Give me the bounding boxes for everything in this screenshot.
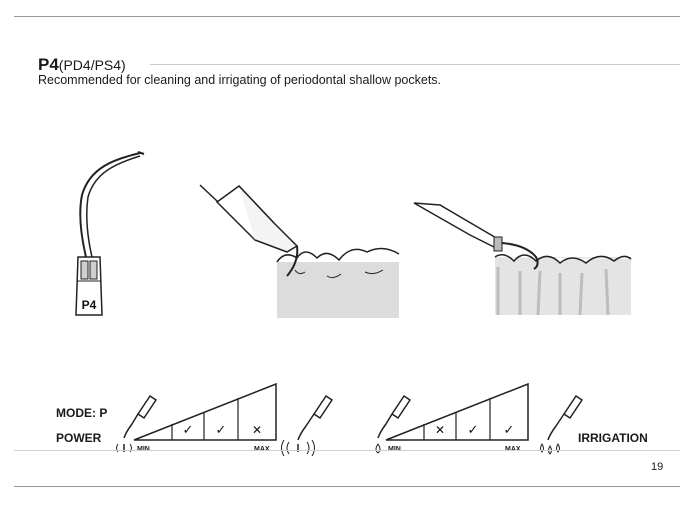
irrigation-mark-3: ✓ — [504, 423, 515, 438]
scaler-teeth-illustration-1 — [199, 184, 400, 318]
irrigation-handpiece-low-icon — [375, 394, 412, 454]
power-min-label: MIN — [137, 446, 150, 453]
description: Recommended for cleaning and irrigating … — [38, 73, 442, 87]
power-scale: ✓ ✓ ✕ — [133, 382, 277, 441]
page-number: 19 — [651, 461, 664, 473]
model-variants: (PD4/PS4) — [58, 57, 126, 73]
mode-label: MODE: P — [56, 406, 108, 420]
tip-illustration: P4 — [75, 151, 145, 316]
bottom-rule — [14, 486, 680, 487]
title-rule — [150, 64, 680, 65]
power-mark-1: ✓ — [183, 423, 194, 438]
power-mark-3: ✕ — [252, 423, 262, 437]
irrigation-mark-1: ✕ — [435, 423, 445, 437]
irrigation-handpiece-high-icon — [540, 394, 584, 455]
scaler-teeth-illustration-2 — [413, 202, 632, 316]
power-mark-2: ✓ — [216, 423, 227, 438]
irrigation-label: IRRIGATION — [578, 431, 648, 445]
page-title: P4(PD4/PS4) — [38, 55, 126, 75]
footer-rule — [14, 450, 680, 451]
power-max-label: MAX — [254, 446, 270, 453]
irrigation-scale: ✕ ✓ ✓ — [385, 382, 529, 441]
tip-label: P4 — [82, 298, 97, 312]
power-label: POWER — [56, 431, 102, 445]
power-handpiece-high-icon — [281, 394, 334, 456]
model-name: P4 — [38, 55, 59, 74]
irrigation-min-label: MIN — [388, 446, 401, 453]
irrigation-max-label: MAX — [505, 446, 521, 453]
irrigation-mark-2: ✓ — [468, 423, 479, 438]
top-rule — [14, 16, 680, 17]
